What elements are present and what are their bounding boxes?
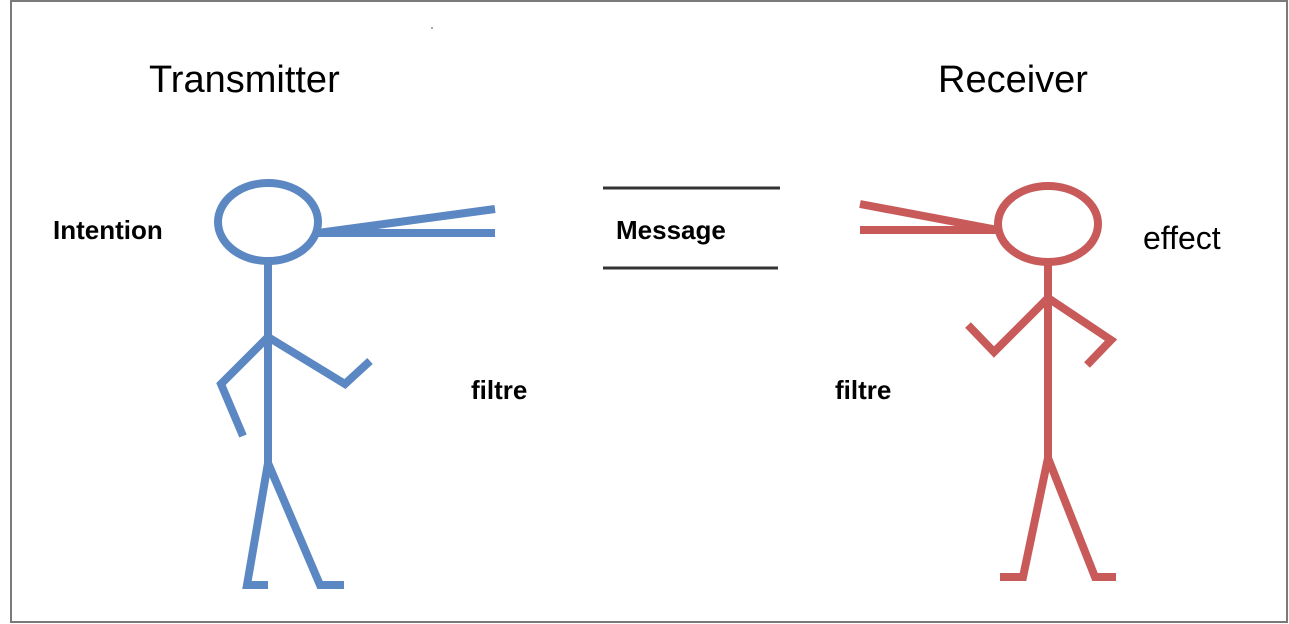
effect-label: effect bbox=[1143, 220, 1221, 256]
receiver-left-arm bbox=[965, 295, 1051, 358]
stray-dot bbox=[431, 27, 433, 29]
receiver-beam-top bbox=[859, 200, 999, 234]
message-label: Message bbox=[616, 215, 726, 245]
receiver-right-leg bbox=[1044, 456, 1116, 581]
receiver-left-leg bbox=[1000, 457, 1052, 581]
transmitter-left-arm bbox=[216, 334, 271, 438]
receiver-figure bbox=[859, 182, 1118, 581]
receiver-head bbox=[994, 182, 1102, 266]
receiver-label: Receiver bbox=[938, 59, 1088, 101]
transmitter-head bbox=[214, 179, 322, 265]
transmitter-left-leg bbox=[242, 462, 272, 589]
transmitter-figure bbox=[214, 179, 496, 589]
filter-left-label: filtre bbox=[471, 375, 528, 405]
receiver-right-arm bbox=[1045, 294, 1118, 368]
diagram-border bbox=[10, 0, 1288, 623]
filter-right-label: filtre bbox=[835, 375, 892, 405]
transmitter-label: Transmitter bbox=[149, 59, 340, 101]
intention-label: Intention bbox=[53, 215, 163, 245]
transmitter-right-leg bbox=[264, 461, 344, 589]
transmitter-right-arm bbox=[265, 333, 373, 389]
